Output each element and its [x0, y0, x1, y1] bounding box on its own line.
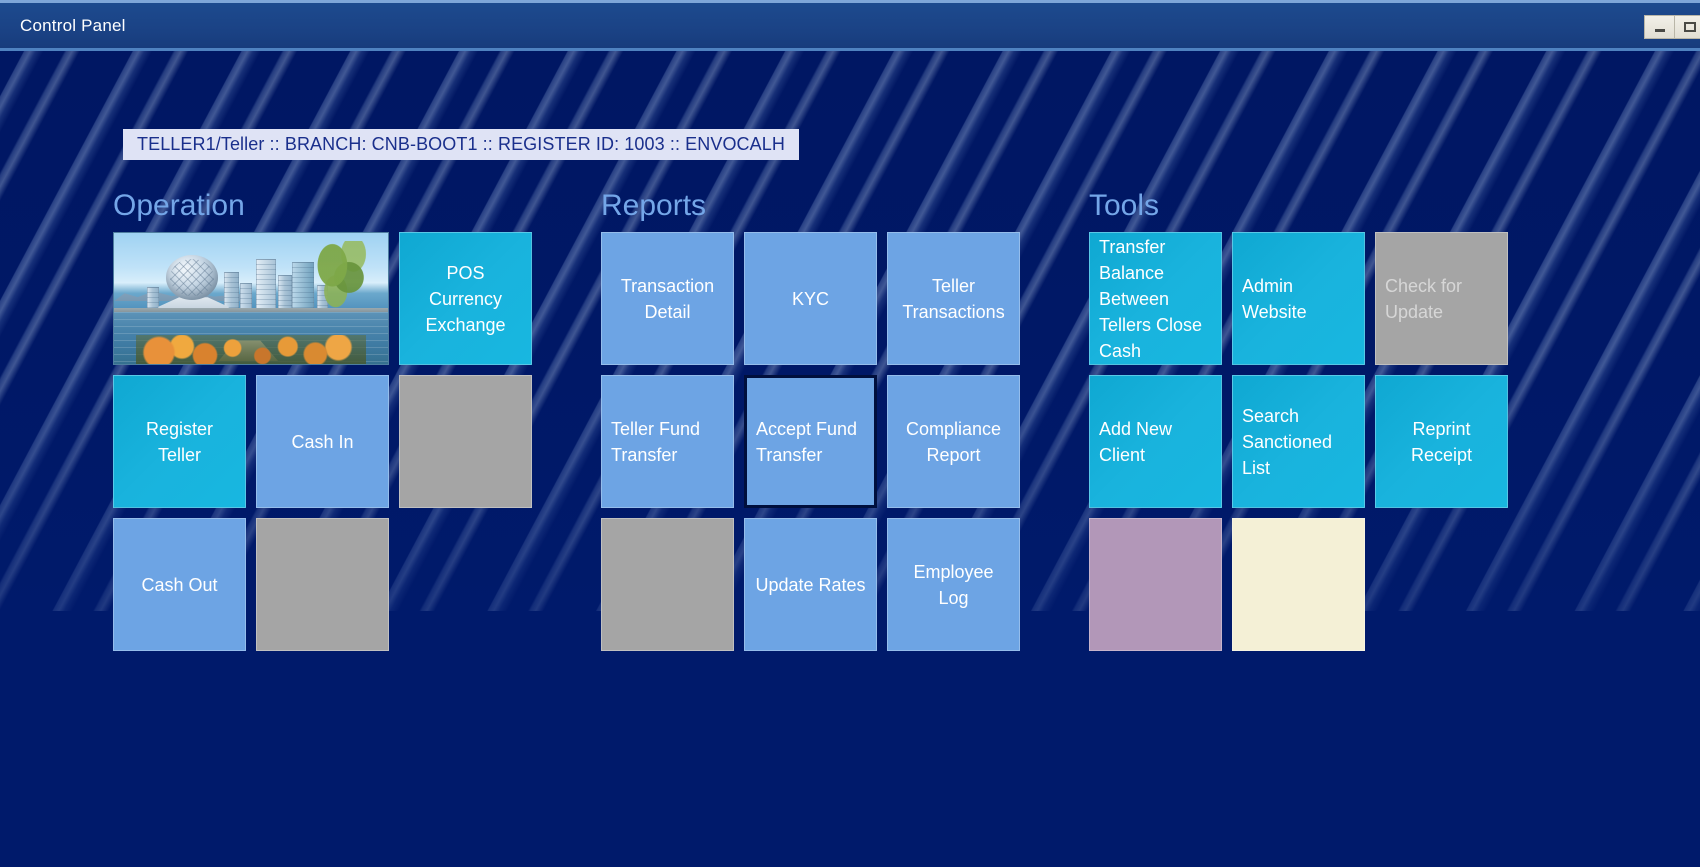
tile-grid-reports: Transaction Detail KYC Teller Transactions… — [601, 232, 1020, 651]
photo-tree — [305, 240, 372, 323]
tile-register-teller[interactable]: Register Teller — [113, 375, 246, 508]
tile-label: Admin Website — [1242, 275, 1307, 322]
tile-pos-currency-exchange[interactable]: POS Currency Exchange — [399, 232, 532, 365]
minimize-icon — [1654, 28, 1665, 32]
tile-transfer-balance-between-tellers-close-cash[interactable]: Transfer Balance Between Tellers Close C… — [1089, 232, 1222, 365]
tile-empty-op-1 — [399, 375, 532, 508]
tile-employee-log[interactable]: Employee Log — [887, 518, 1020, 651]
tile-empty-tool-2 — [1232, 518, 1365, 651]
tile-cash-out[interactable]: Cash Out — [113, 518, 246, 651]
tile-label: Register Teller — [145, 418, 214, 465]
tile-transaction-detail[interactable]: Transaction Detail — [601, 232, 734, 365]
tile-label: Update Rates — [755, 574, 866, 595]
tile-cash-in[interactable]: Cash In — [256, 375, 389, 508]
tile-label: Check for Update — [1385, 275, 1463, 322]
tile-teller-fund-transfer[interactable]: Teller Fund Transfer — [601, 375, 734, 508]
tile-label: Add New Client — [1099, 418, 1173, 465]
group-title-tools: Tools — [1089, 189, 1160, 222]
content-area: TELLER1/Teller :: BRANCH: CNB-BOOT1 :: R… — [0, 51, 1700, 867]
branch-photo-image — [114, 233, 388, 364]
tile-label: KYC — [791, 288, 829, 309]
tile-empty-rep-1 — [601, 518, 734, 651]
tile-label: Compliance Report — [905, 418, 1002, 465]
tile-label: Transaction Detail — [620, 275, 715, 322]
tile-update-rates[interactable]: Update Rates — [744, 518, 877, 651]
photo-flowers — [135, 335, 367, 364]
session-info-bar: TELLER1/Teller :: BRANCH: CNB-BOOT1 :: R… — [123, 129, 799, 160]
tile-grid-tools: Transfer Balance Between Tellers Close C… — [1089, 232, 1508, 651]
maximize-button[interactable] — [1675, 16, 1700, 38]
tile-label: Cash In — [291, 431, 354, 452]
tile-label: Search Sanctioned List — [1242, 405, 1333, 478]
tile-label: Employee Log — [913, 561, 994, 608]
tile-accept-fund-transfer[interactable]: Accept Fund Transfer — [744, 375, 877, 508]
group-tools: Tools Transfer Balance Between Tellers C… — [1089, 191, 1508, 651]
tile-teller-transactions[interactable]: Teller Transactions — [887, 232, 1020, 365]
tile-add-new-client[interactable]: Add New Client — [1089, 375, 1222, 508]
tile-check-for-update[interactable]: Check for Update — [1375, 232, 1508, 365]
tile-label: Cash Out — [141, 574, 218, 595]
tile-kyc[interactable]: KYC — [744, 232, 877, 365]
photo-geodesic-dome — [166, 255, 219, 300]
tile-empty-op-2 — [256, 518, 389, 651]
tile-compliance-report[interactable]: Compliance Report — [887, 375, 1020, 508]
tile-label: Transfer Balance Between Tellers Close C… — [1099, 236, 1203, 361]
tile-label: Accept Fund Transfer — [756, 418, 858, 465]
session-info-text: TELLER1/Teller :: BRANCH: CNB-BOOT1 :: R… — [137, 134, 785, 154]
group-title-reports: Reports — [601, 189, 707, 222]
tile-branch-photo[interactable] — [113, 232, 389, 365]
minimize-button[interactable] — [1645, 16, 1675, 38]
tile-admin-website[interactable]: Admin Website — [1232, 232, 1365, 365]
window-controls — [1644, 15, 1700, 39]
tile-empty-tool-1 — [1089, 518, 1222, 651]
group-reports: Reports Transaction Detail KYC Teller Tran… — [601, 191, 1020, 651]
photo-building — [256, 259, 276, 315]
tile-label: Teller Transactions — [902, 275, 1005, 322]
maximize-icon — [1684, 22, 1696, 32]
group-title-operation: Operation — [113, 189, 245, 222]
tile-reprint-receipt[interactable]: Reprint Receipt — [1375, 375, 1508, 508]
tile-search-sanctioned-list[interactable]: Search Sanctioned List — [1232, 375, 1365, 508]
tile-label: Teller Fund Transfer — [611, 418, 701, 465]
title-bar: Control Panel — [0, 3, 1700, 51]
tile-label: POS Currency Exchange — [425, 262, 506, 335]
window-title: Control Panel — [20, 15, 126, 35]
tile-label: Reprint Receipt — [1410, 418, 1473, 465]
